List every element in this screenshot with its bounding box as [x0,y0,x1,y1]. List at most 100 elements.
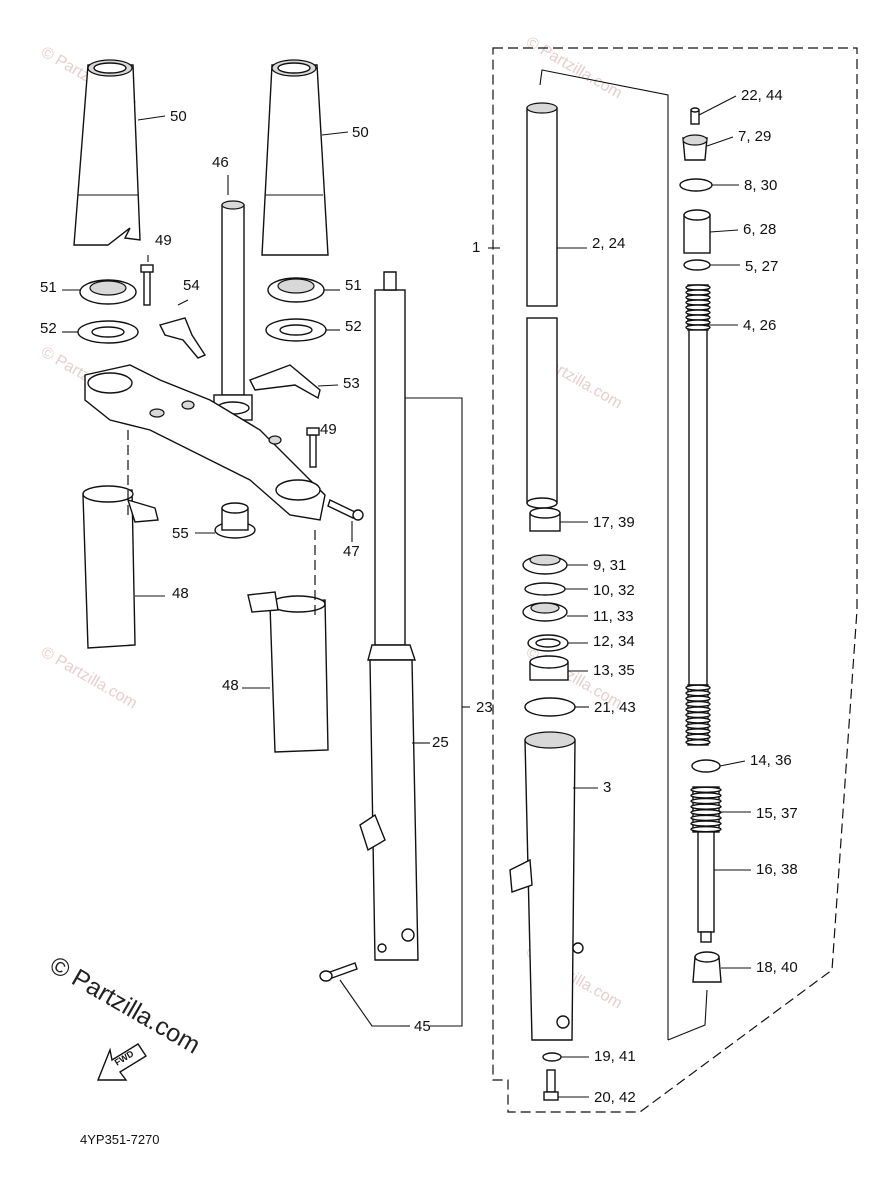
part-label-54: 54 [183,277,200,294]
leader-line [321,131,349,136]
part-label-1: 1 [472,239,480,256]
spring-coil [685,739,711,746]
part-label-20-42: 20, 42 [594,1089,636,1106]
bolt-49-top [140,264,154,306]
seal-52-right [265,318,327,342]
spring-coil [685,304,711,311]
part-label-11-33: 11, 33 [593,608,634,625]
ring-21-43 [524,697,576,717]
leader-line [317,384,339,387]
part-label-25: 25 [432,734,449,751]
spring-4-26 [685,284,711,331]
clip-10-32 [524,582,566,596]
diagram-code: 4YP351-7270 [80,1132,160,1147]
spring-coil [685,722,711,730]
spring-coil [685,319,711,326]
outer-tube-3 [509,731,584,1041]
part-label-7-29: 7, 29 [738,128,771,145]
part-label-2-24: 2, 24 [592,235,625,252]
inner-tube-2-24 [526,102,558,509]
part-label-48: 48 [172,585,189,602]
spring-coil [690,786,722,794]
leader-line [719,760,746,767]
bracket-boss-3 [268,435,282,445]
spring-coil [685,324,711,331]
spring-coil [685,299,711,306]
bolt-47 [327,499,364,521]
washer-11-33 [522,602,568,622]
part-label-23: 23 [476,699,493,716]
part-label-51: 51 [345,277,362,294]
spring-coil [690,809,722,816]
part-label-45: 45 [414,1018,431,1035]
part-label-9-31: 9, 31 [593,557,626,574]
part-label-5-27: 5, 27 [745,258,778,275]
spring-coil [685,284,711,291]
spring-lower [685,684,711,746]
forward-arrow-icon: FWD [96,1043,147,1081]
part-label-50: 50 [170,108,187,125]
fork-boot-50-left [73,59,141,246]
spring-coil [685,309,711,316]
lock-18-40 [692,951,722,983]
lower-bracket [84,364,326,521]
bushing-17-39 [529,507,561,532]
spring-coil [685,314,711,321]
leader-line [177,299,189,306]
spring-coil [690,797,722,805]
part-label-46: 46 [212,154,229,171]
spacer-6-28 [683,209,711,254]
part-label-49: 49 [155,232,172,249]
spring-coil [685,717,711,724]
part-label-18-40: 18, 40 [756,959,798,976]
bracket-boss-2 [181,400,195,410]
spring-coil [690,792,722,799]
part-label-12-34: 12, 34 [593,633,635,650]
bracket-45 [339,979,400,1027]
cover-48-left [82,485,159,649]
spring-coil [685,689,711,697]
rebound-spring-15-37 [690,786,722,833]
spring-coil [685,695,711,702]
part-label-16-38: 16, 38 [756,861,798,878]
bracket-hole-right [275,479,321,501]
part-label-22-44: 22, 44 [741,87,783,104]
bracket-hole-left [87,372,133,394]
partzilla-logo: © Partzilla.com [45,951,205,1059]
bolt-49-lower [306,427,320,468]
washer-19-41 [542,1052,562,1062]
fork-boot-50-right [261,59,329,256]
steering-stem-46 [213,200,253,421]
bushing-13-35 [529,655,569,681]
leader-line [137,115,166,121]
spring-coil [685,733,711,741]
part-label-48: 48 [222,677,239,694]
leader-line [709,229,739,233]
spring-coil [685,700,711,708]
clip-53 [249,364,321,400]
part-label-52: 52 [40,320,57,337]
spring-coil [685,684,711,691]
watermark-5: © Partzilla.com [38,644,140,713]
part-label-10-32: 10, 32 [593,582,635,599]
spring-coil [685,728,711,735]
assembly-boundary [492,47,858,1113]
bracket-1 [539,69,669,1040]
spring-coil [690,825,722,833]
part-label-4-26: 4, 26 [743,317,776,334]
part-label-6-28: 6, 28 [743,221,776,238]
part-label-17-39: 17, 39 [593,514,635,531]
spring-coil [690,803,722,810]
spring-coil [685,706,711,713]
part-label-8-30: 8, 30 [744,177,777,194]
ring-14-36 [691,759,721,773]
oring-8-30 [679,178,713,192]
bracket-23 [405,397,463,1027]
bearing-51-left [79,279,137,305]
spring-coil [685,711,711,719]
part-label-14-36: 14, 36 [750,752,792,769]
part-label-15-37: 15, 37 [756,805,798,822]
part-label-19-41: 19, 41 [594,1048,636,1065]
